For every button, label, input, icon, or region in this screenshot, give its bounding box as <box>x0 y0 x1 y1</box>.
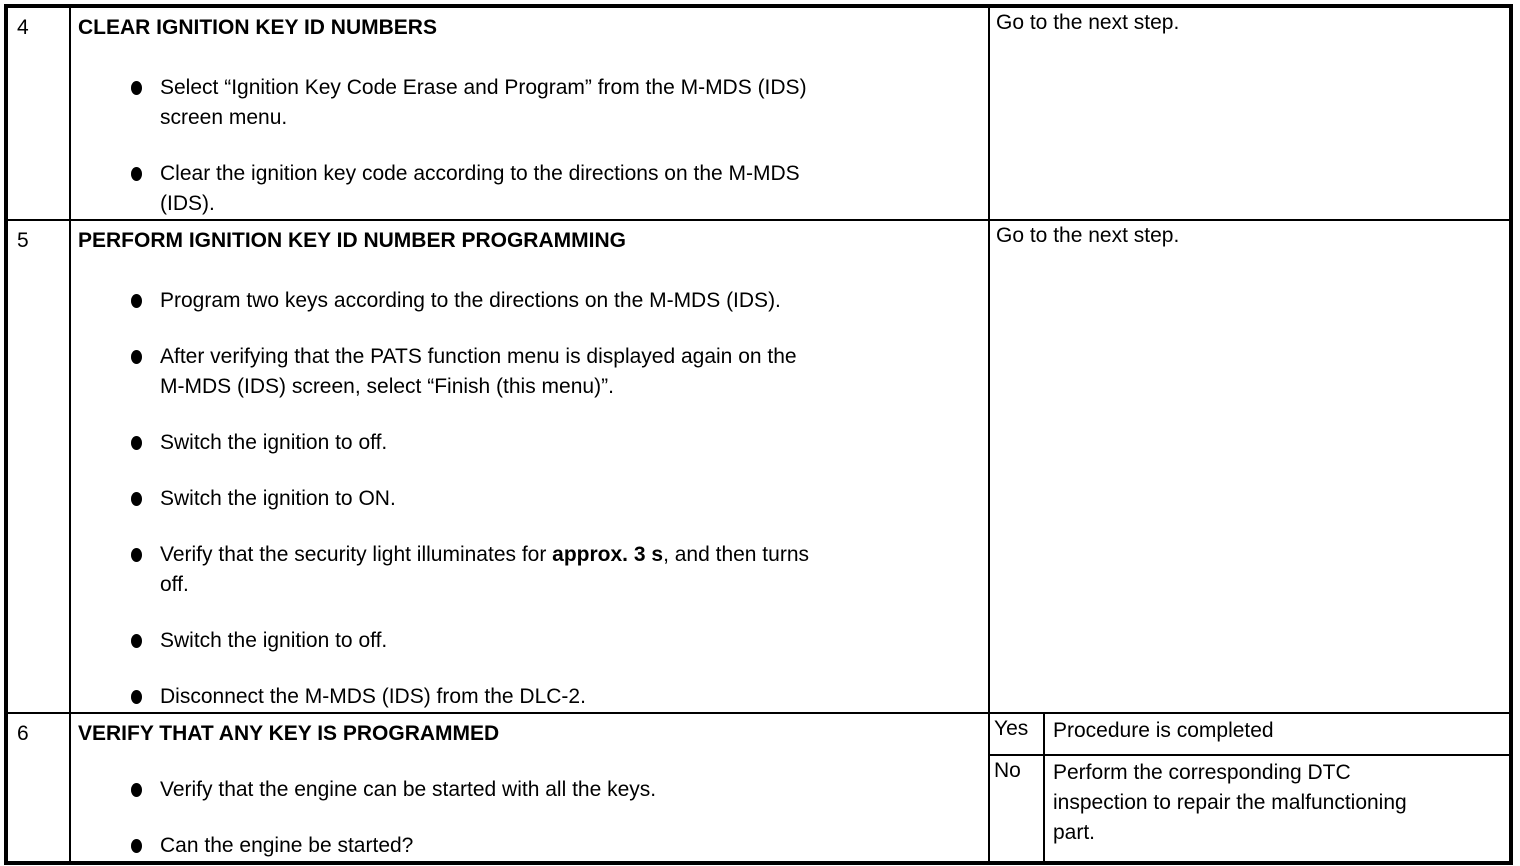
step-actions-list: Program two keys according to the direct… <box>78 286 980 711</box>
bullet-icon <box>131 783 142 797</box>
step-number-cell: 6 <box>5 712 71 864</box>
inspection-cell: PERFORM IGNITION KEY ID NUMBER PROGRAMMI… <box>69 219 990 714</box>
bullet-icon <box>131 436 142 450</box>
bullet-icon <box>131 294 142 308</box>
step-number-cell: 5 <box>5 219 71 714</box>
result-text: Go to the next step. <box>996 11 1180 34</box>
action-item: Switch the ignition to off. <box>131 428 980 458</box>
result-text: Perform the corresponding DTC inspection… <box>1053 761 1407 845</box>
answer-label: Yes <box>994 717 1029 740</box>
inspection-cell: CLEAR IGNITION KEY ID NUMBERS Select “Ig… <box>69 5 990 221</box>
result-text: Procedure is completed <box>1053 719 1274 742</box>
action-text: Program two keys according to the direct… <box>160 289 781 312</box>
action-item: Can the engine be started? <box>131 831 980 861</box>
action-item: Clear the ignition key code according to… <box>131 159 980 218</box>
bullet-icon <box>131 839 142 853</box>
step-actions-list: Select “Ignition Key Code Erase and Prog… <box>78 73 980 218</box>
result-text: Go to the next step. <box>996 224 1180 247</box>
step-row-6-no: No Perform the corresponding DTC inspect… <box>6 754 1512 864</box>
action-item: Verify that the security light illuminat… <box>131 540 980 600</box>
bullet-icon <box>131 634 142 648</box>
answer-label: No <box>994 759 1021 783</box>
bullet-icon <box>131 81 142 95</box>
action-item: After verifying that the PATS function m… <box>131 342 980 402</box>
inspection-cell: VERIFY THAT ANY KEY IS PROGRAMMED Verify… <box>69 712 990 864</box>
action-item: Disconnect the M-MDS (IDS) from the DLC-… <box>131 682 980 711</box>
step-title: VERIFY THAT ANY KEY IS PROGRAMMED <box>78 722 500 745</box>
action-cell: Go to the next step. <box>988 219 1512 714</box>
action-text: Disconnect the M-MDS (IDS) from the DLC-… <box>160 685 586 708</box>
answer-no-result-cell: Perform the corresponding DTC inspection… <box>1043 754 1512 864</box>
answer-yes-cell: Yes <box>988 711 1045 757</box>
action-cell: Go to the next step. <box>988 5 1512 221</box>
action-item: Switch the ignition to ON. <box>131 484 980 514</box>
action-text: Switch the ignition to off. <box>160 431 388 454</box>
step-number-cell: 4 <box>5 5 71 221</box>
bullet-icon <box>131 167 142 181</box>
action-text: Verify that the security light illuminat… <box>160 543 553 566</box>
bullet-icon <box>131 548 142 562</box>
action-item: Switch the ignition to off. <box>131 626 980 656</box>
answer-no-cell: No <box>988 754 1045 864</box>
diagnostic-procedure-table: 4 CLEAR IGNITION KEY ID NUMBERS Select “… <box>4 4 1513 865</box>
step-actions-list: Verify that the engine can be started wi… <box>78 775 980 861</box>
step-number: 5 <box>17 229 29 252</box>
action-text: approx. 3 s <box>552 543 664 566</box>
action-item: Verify that the engine can be started wi… <box>131 775 980 805</box>
bullet-icon <box>131 350 142 364</box>
action-item: Program two keys according to the direct… <box>131 286 980 316</box>
step-title: CLEAR IGNITION KEY ID NUMBERS <box>78 16 437 39</box>
step-title: PERFORM IGNITION KEY ID NUMBER PROGRAMMI… <box>78 229 626 252</box>
step-row-6-yes: 6 VERIFY THAT ANY KEY IS PROGRAMMED Veri… <box>5 711 1512 864</box>
action-text: Switch the ignition to ON. <box>160 487 396 510</box>
action-text: Can the engine be started? <box>160 834 414 857</box>
step-row-4: 4 CLEAR IGNITION KEY ID NUMBERS Select “… <box>5 5 1512 221</box>
step-row-5: 5 PERFORM IGNITION KEY ID NUMBER PROGRAM… <box>5 219 1512 714</box>
action-text: Switch the ignition to off. <box>160 629 388 652</box>
action-text: Verify that the engine can be started wi… <box>160 778 657 801</box>
step-number: 4 <box>17 16 29 39</box>
action-text: , and then turns off. <box>160 543 809 596</box>
bullet-icon <box>131 690 142 704</box>
action-text: After verifying that the PATS function m… <box>160 345 797 398</box>
action-text: Clear the ignition key code according to… <box>160 162 800 215</box>
answer-yes-result-cell: Procedure is completed <box>1043 711 1512 757</box>
step-number: 6 <box>17 722 29 745</box>
action-text: Select “Ignition Key Code Erase and Prog… <box>160 76 807 129</box>
action-item: Select “Ignition Key Code Erase and Prog… <box>131 73 980 133</box>
bullet-icon <box>131 492 142 506</box>
